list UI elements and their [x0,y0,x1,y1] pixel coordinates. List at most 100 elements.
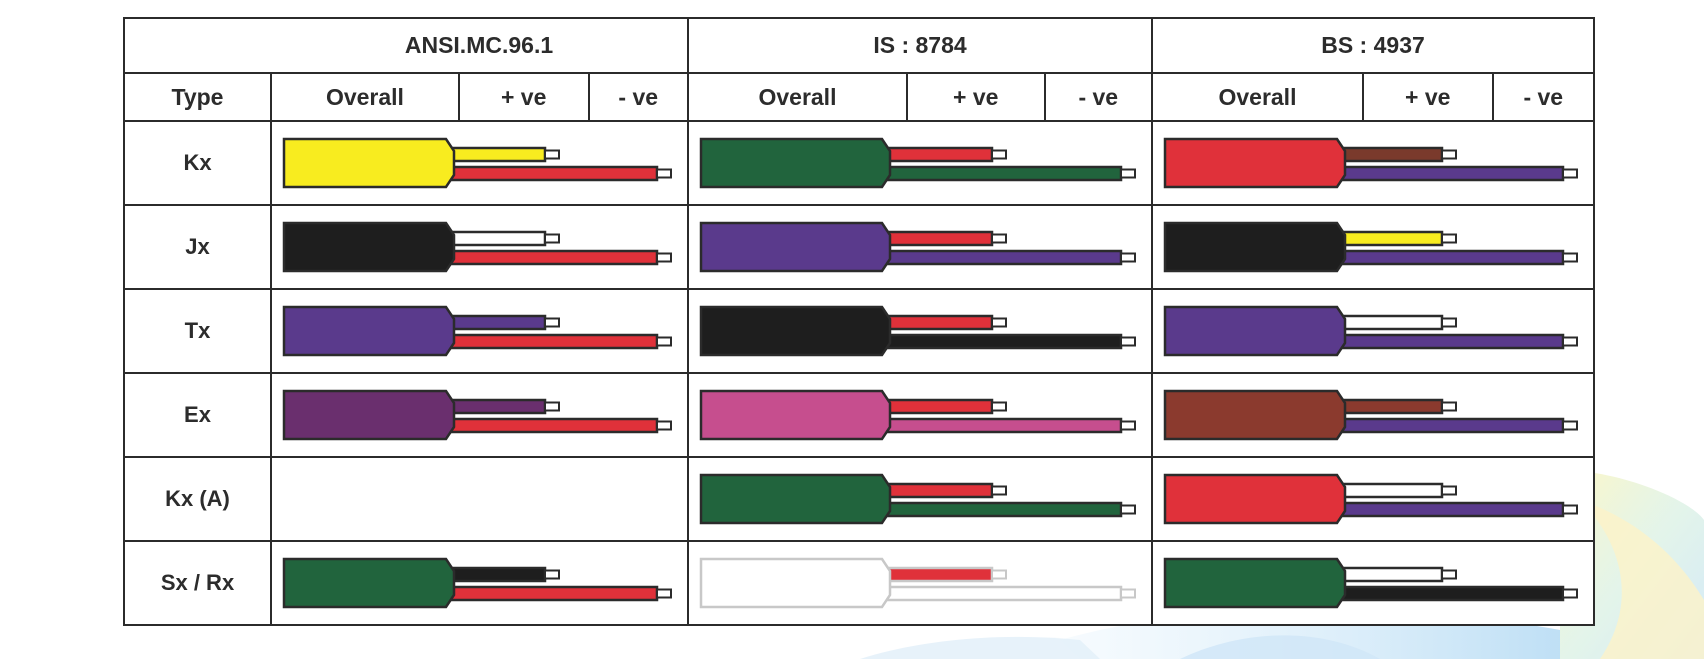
positive-conductor [442,398,547,415]
negative-conductor [1333,249,1565,266]
negative-conductor-tip [1120,588,1136,599]
positive-conductor-tip [544,149,560,160]
negative-conductor-tip [1562,336,1578,347]
positive-conductor [1333,566,1444,583]
positive-conductor-tip [991,233,1007,244]
bs-cable-cell [1151,120,1595,206]
positive-conductor-tip [991,569,1007,580]
positive-conductor-tip [1441,569,1457,580]
bs-overall-header: Overall [1151,72,1364,122]
overall-jacket [282,137,456,189]
cable-type-label: Kx (A) [123,456,272,542]
positive-conductor-tip [544,569,560,580]
standard-header-bs: BS : 4937 [1151,17,1595,74]
ansi-cable-cell [270,204,689,290]
negative-conductor-tip [1120,252,1136,263]
negative-conductor-tip [1120,336,1136,347]
positive-conductor [878,566,994,583]
negative-conductor-tip [656,168,672,179]
overall-jacket [699,473,892,525]
negative-conductor-tip [1120,168,1136,179]
negative-conductor-tip [1562,420,1578,431]
negative-conductor [442,417,659,434]
overall-jacket [282,221,456,273]
ansi-cable-cell [270,372,689,458]
cable-type-label: Kx [123,120,272,206]
is-cable-cell [687,288,1153,374]
positive-conductor-tip [991,485,1007,496]
cable-illustration [282,137,672,189]
cable-type-label: Jx [123,204,272,290]
cable-illustration [1163,473,1578,525]
negative-conductor-tip [1120,504,1136,515]
table-row: Kx (A) [123,456,1595,542]
positive-conductor [1333,146,1444,163]
overall-jacket [1163,137,1347,189]
negative-conductor [878,417,1123,434]
ansi-overall-header: Overall [270,72,460,122]
cable-illustration [282,221,672,273]
cable-illustration [699,137,1136,189]
cable-illustration [1163,389,1578,441]
cable-illustration [1163,557,1578,609]
cable-type-label: Tx [123,288,272,374]
overall-jacket [1163,557,1347,609]
positive-conductor [878,482,994,499]
ansi-cable-cell [270,288,689,374]
positive-conductor-tip [1441,485,1457,496]
cable-illustration [282,389,672,441]
negative-conductor [442,165,659,182]
is-positive-header: + ve [905,72,1046,122]
cable-color-table: ANSI.MC.96.1 IS : 8784 BS : 4937 Type Ov… [123,17,1596,626]
negative-conductor [878,165,1123,182]
positive-conductor-tip [544,317,560,328]
positive-conductor [442,566,547,583]
is-cable-cell [687,540,1153,626]
positive-conductor [878,230,994,247]
overall-jacket [1163,389,1347,441]
cable-type-label: Ex [123,372,272,458]
positive-conductor [878,314,994,331]
overall-jacket [282,305,456,357]
negative-conductor-tip [656,420,672,431]
positive-conductor-tip [991,317,1007,328]
positive-conductor [878,146,994,163]
standard-header-is: IS : 8784 [687,17,1153,74]
negative-conductor-tip [1562,252,1578,263]
negative-conductor [442,585,659,602]
positive-conductor-tip [544,233,560,244]
cable-illustration [699,305,1136,357]
negative-conductor-tip [656,252,672,263]
negative-conductor-tip [1562,588,1578,599]
standard-header-ansi: ANSI.MC.96.1 [271,17,689,74]
negative-conductor [1333,585,1565,602]
cable-illustration [1163,221,1578,273]
corner-empty-cell [123,17,271,74]
bs-negative-header: - ve [1491,72,1596,122]
is-cable-cell [687,372,1153,458]
positive-conductor [1333,314,1444,331]
cable-illustration [282,305,672,357]
overall-jacket [1163,305,1347,357]
ansi-negative-header: - ve [587,72,689,122]
positive-conductor [1333,482,1444,499]
cable-type-label: Sx / Rx [123,540,272,626]
negative-conductor [1333,165,1565,182]
ansi-empty-cell [270,456,689,542]
negative-conductor [878,249,1123,266]
ansi-positive-header: + ve [457,72,590,122]
bs-cable-cell [1151,204,1595,290]
positive-conductor-tip [991,401,1007,412]
negative-conductor [442,333,659,350]
table-row: Kx [123,120,1595,206]
is-overall-header: Overall [687,72,908,122]
positive-conductor-tip [1441,401,1457,412]
negative-conductor [1333,333,1565,350]
overall-jacket [282,389,456,441]
negative-conductor [1333,417,1565,434]
is-cable-cell [687,204,1153,290]
bs-cable-cell [1151,372,1595,458]
is-negative-header: - ve [1043,72,1154,122]
negative-conductor [442,249,659,266]
